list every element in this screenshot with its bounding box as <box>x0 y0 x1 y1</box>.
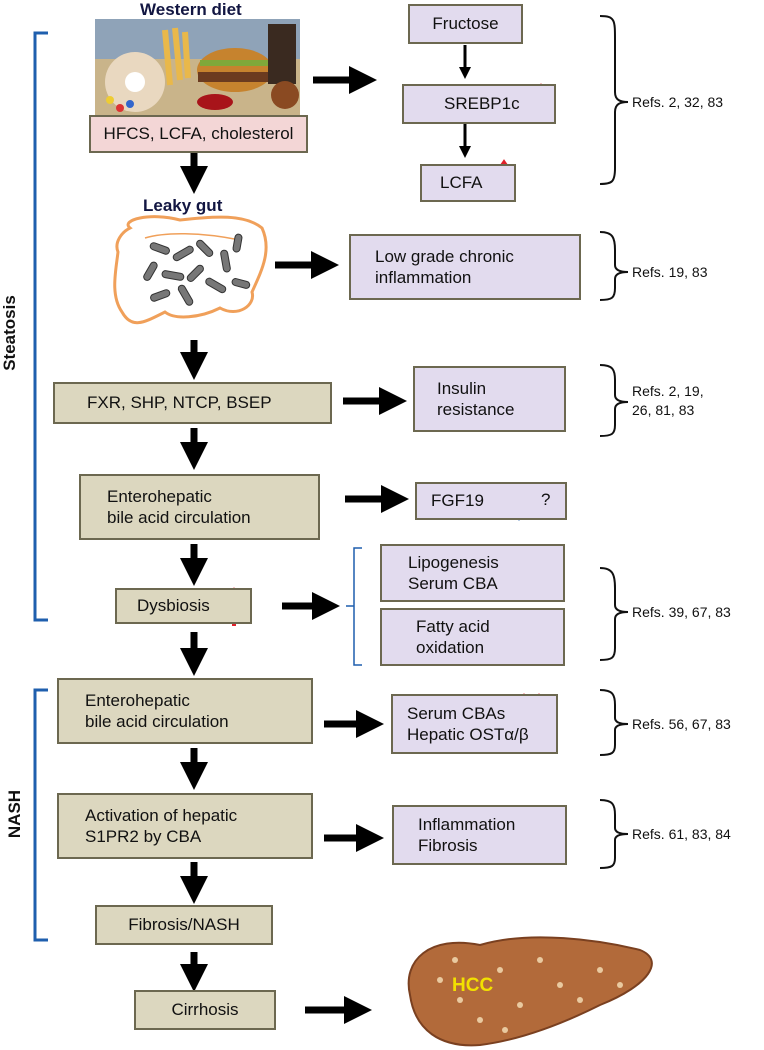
refs-receptors-line2: 26, 81, 83 <box>632 401 695 418</box>
srebp1c-box: SREBP1c <box>402 84 556 124</box>
insulin-line2: resistance <box>437 400 515 419</box>
inflammation-fibrosis-line2: Fibrosis <box>418 836 478 855</box>
srebp1c-text: SREBP1c <box>444 94 520 114</box>
lipogenesis-line2: Serum CBA <box>408 574 498 593</box>
inflammation-fibrosis-line1: Inflammation <box>418 814 516 834</box>
refs-receptors-line1: Refs. 2, 19, <box>632 383 704 399</box>
cirrhosis-text: Cirrhosis <box>171 1000 239 1020</box>
insulin-line1: Insulin <box>437 378 487 398</box>
cirrhosis-box: Cirrhosis <box>134 990 276 1030</box>
food-image <box>95 19 300 115</box>
fgf19-box: FGF19 <box>415 482 567 520</box>
ehc2-line1: Enterohepatic <box>85 690 190 710</box>
lcfa-text: LCFA <box>440 173 483 193</box>
hcc-label: HCC <box>452 975 494 996</box>
refs-gut: Refs. 19, 83 <box>632 264 708 280</box>
refs-dysbiosis: Refs. 39, 67, 83 <box>632 604 731 620</box>
refs-fructose: Refs. 2, 32, 83 <box>632 94 724 110</box>
inflammation-fibrosis-box: Inflammation Fibrosis <box>392 805 567 865</box>
insulin-box: Insulin resistance <box>413 366 566 432</box>
dysbiosis-box: Dysbiosis <box>115 588 252 624</box>
s1pr2-box: Activation of hepatic S1PR2 by CBA <box>57 793 313 859</box>
nash-label: NASH <box>5 789 24 839</box>
diet-ingredients-box: HFCS, LCFA, cholesterol <box>89 115 308 153</box>
steatosis-label: Steatosis <box>0 295 19 371</box>
liver-image <box>407 936 653 1047</box>
steatosis-bracket <box>33 31 48 622</box>
ehc1-box: Enterohepatic bile acid circulation <box>79 474 320 540</box>
fao-line2: oxidation <box>416 638 485 657</box>
leaky-gut-title: Leaky gut <box>143 196 223 215</box>
receptors-text: FXR, SHP, NTCP, BSEP <box>87 393 272 413</box>
fgf19-question: ? <box>541 490 551 509</box>
refs-receptors: Refs. 2, 19, 26, 81, 83 <box>632 382 704 420</box>
ehc2-line2: bile acid circulation <box>85 712 229 731</box>
fgf19-text: FGF19 <box>431 491 484 511</box>
serum-cbas-box: Serum CBAs Hepatic OSTα/β <box>391 694 558 754</box>
main-flow-arrows <box>180 66 409 1024</box>
fao-line1: Fatty acid <box>416 616 490 636</box>
ehc1-line2: bile acid circulation <box>107 508 251 527</box>
inflammation-box: Low grade chronic inflammation <box>349 234 581 300</box>
dysbiosis-text: Dysbiosis <box>137 596 210 616</box>
refs-s1pr2: Refs. 61, 83, 84 <box>632 826 731 842</box>
s1pr2-line2: S1PR2 by CBA <box>85 827 202 846</box>
western-diet-title: Western diet <box>140 0 242 19</box>
refs-ehc2: Refs. 56, 67, 83 <box>632 716 731 732</box>
inflammation-line2: inflammation <box>375 268 472 287</box>
inflammation-line1: Low grade chronic <box>375 246 514 266</box>
dysbiosis-outcomes-bracket <box>346 547 362 666</box>
reference-braces <box>599 15 629 869</box>
fibrosis-nash-text: Fibrosis/NASH <box>128 915 240 935</box>
ehc1-line1: Enterohepatic <box>107 486 212 506</box>
fructose-text: Fructose <box>432 14 499 34</box>
lcfa-box: LCFA <box>420 164 516 202</box>
receptors-box: FXR, SHP, NTCP, BSEP <box>53 382 332 424</box>
fructose-box: Fructose <box>408 4 523 44</box>
diet-ingredients-text: HFCS, LCFA, cholesterol <box>103 124 294 144</box>
lipogenesis-line1: Lipogenesis <box>408 552 499 572</box>
serum-cbas-line2: Hepatic OSTα/β <box>407 725 529 744</box>
serum-cbas-line1: Serum CBAs <box>407 703 506 723</box>
lipogenesis-box: Lipogenesis Serum CBA <box>380 544 565 602</box>
nash-bracket <box>33 688 48 942</box>
leaky-gut-image <box>113 215 268 325</box>
ehc2-box: Enterohepatic bile acid circulation <box>57 678 313 744</box>
fatty-acid-oxidation-box: Fatty acid oxidation <box>380 608 565 666</box>
s1pr2-line1: Activation of hepatic <box>85 805 238 825</box>
fibrosis-nash-box: Fibrosis/NASH <box>95 905 273 945</box>
